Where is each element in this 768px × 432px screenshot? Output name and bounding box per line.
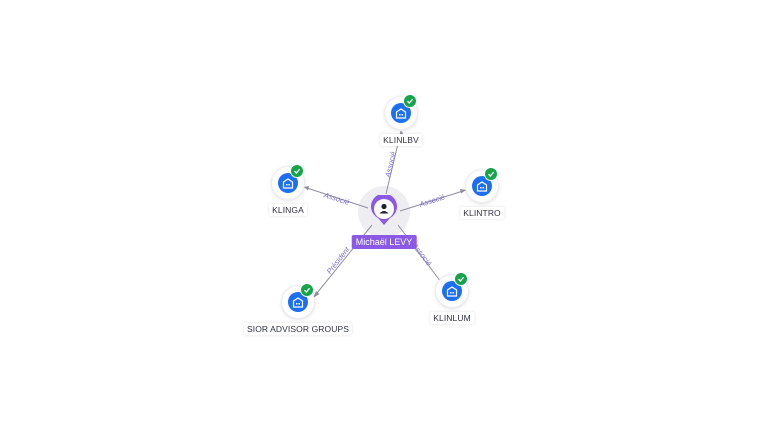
company-disc	[436, 272, 468, 307]
company-label-klintro[interactable]: KLINTRO	[460, 207, 504, 219]
edge-klintro: Associé	[399, 189, 467, 212]
verified-check-icon	[300, 283, 314, 297]
company-disc	[385, 94, 417, 129]
edge-label-klintro: Associé	[417, 192, 446, 209]
verified-check-icon	[454, 272, 468, 286]
company-disc	[282, 283, 314, 318]
person-name-label[interactable]: Michaël LEVY	[351, 235, 417, 249]
verified-check-icon	[290, 164, 304, 178]
company-disc	[466, 167, 498, 202]
location-pin-icon	[371, 195, 397, 225]
company-label-klinlum[interactable]: KLINLUM	[430, 312, 474, 324]
company-disc	[272, 164, 304, 199]
verified-check-icon	[403, 94, 417, 108]
building-icon	[476, 181, 488, 192]
company-label-klinlbv[interactable]: KLINLBV	[380, 134, 422, 146]
edge-label-klinga: Associé	[322, 190, 351, 207]
edge-label-klinlbv: Associé	[383, 151, 398, 180]
building-icon	[282, 178, 294, 189]
company-label-klinga[interactable]: KLINGA	[269, 204, 307, 216]
edge-label-sior: Président	[325, 244, 352, 275]
person-icon	[379, 203, 389, 214]
building-icon	[395, 108, 407, 119]
building-icon	[292, 297, 304, 308]
building-icon	[446, 286, 458, 297]
company-label-sior[interactable]: SIOR ADVISOR GROUPS	[243, 323, 353, 335]
verified-check-icon	[484, 167, 498, 181]
